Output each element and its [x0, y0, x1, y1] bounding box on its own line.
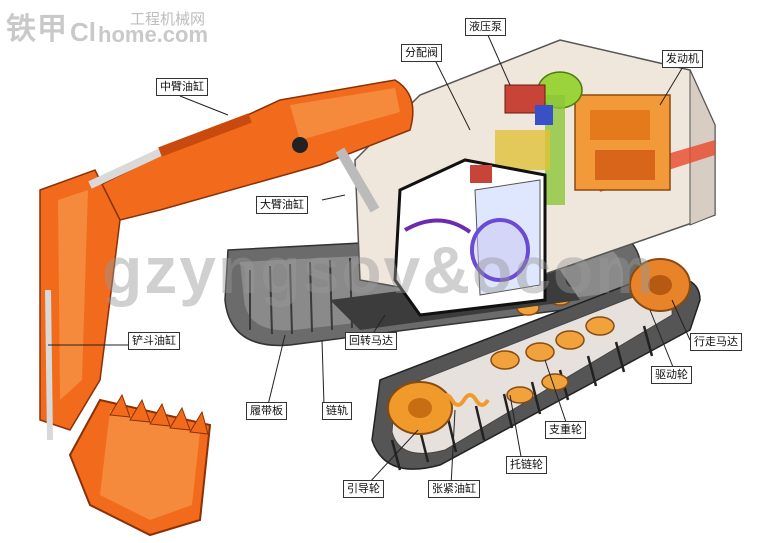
label-carrier-roller: 托链轮: [506, 456, 547, 474]
label-track-chain: 链轨: [322, 402, 352, 420]
watermark-text: gzyngsov&ocom: [101, 233, 657, 307]
label-drive-wheel: 驱动轮: [651, 366, 692, 384]
boom-arm: [39, 79, 414, 537]
label-swing-motor: 回转马达: [345, 332, 397, 350]
label-boom-cylinder: 大臂油缸: [256, 196, 308, 214]
label-hydraulic-pump: 液压泵: [465, 18, 506, 36]
label-travel-motor: 行走马达: [690, 333, 742, 351]
label-idler: 引导轮: [343, 480, 384, 498]
label-distribution-valve: 分配阀: [401, 44, 442, 62]
right-track: [371, 258, 701, 471]
logo-en: Cl: [70, 17, 96, 47]
leader-lines: [48, 32, 691, 487]
label-track-shoe: 履带板: [246, 402, 287, 420]
label-tension-cylinder: 张紧油缸: [428, 480, 480, 498]
upper-structure: [354, 39, 716, 317]
site-logo: 铁甲 Cl home.com 工程机械网: [6, 4, 208, 48]
label-arm-cylinder: 中臂油缸: [156, 78, 208, 96]
label-engine: 发动机: [662, 50, 703, 68]
logo-tail: home.com: [98, 22, 209, 47]
logo-cn: 铁甲: [6, 12, 68, 47]
label-bucket-cylinder: 铲斗油缸: [128, 332, 180, 350]
label-support-roller: 支重轮: [545, 421, 586, 439]
logo-sub: 工程机械网: [130, 10, 206, 28]
